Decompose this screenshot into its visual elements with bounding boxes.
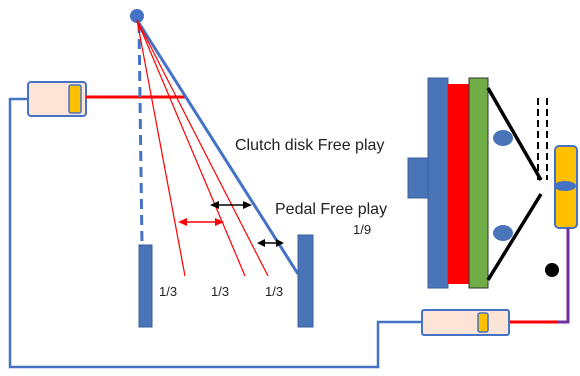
slave-cylinder-body bbox=[421, 309, 510, 336]
pedal-pad-rest bbox=[138, 244, 153, 328]
diaphragm-finger-top bbox=[486, 87, 543, 181]
release-fork-pivot bbox=[545, 263, 559, 277]
master-cylinder bbox=[27, 81, 87, 117]
black-double-arrow-pedal bbox=[257, 239, 284, 247]
travel-line-1 bbox=[136, 19, 186, 277]
slave-cylinder bbox=[421, 309, 510, 336]
pressure-plate bbox=[468, 77, 489, 289]
slave-pushrod-purple bbox=[557, 228, 570, 324]
pedal-arm bbox=[135, 19, 300, 275]
release-bearing bbox=[554, 145, 578, 229]
pedal-free-play-label: Pedal Free play bbox=[275, 201, 387, 218]
ratio-third-label-3: 1/3 bbox=[265, 284, 283, 299]
pedal-rest-arm-dashed bbox=[137, 22, 144, 247]
ratio-third-label-2: 1/3 bbox=[211, 284, 229, 299]
ratio-ninth-label: 1/9 bbox=[353, 222, 371, 237]
pedal-pad-pressed bbox=[297, 234, 314, 328]
ratio-third-label-1: 1/3 bbox=[159, 284, 177, 299]
hydraulic-line bbox=[8, 97, 422, 369]
pressure-spring-bottom bbox=[493, 225, 513, 241]
release-bearing-contact bbox=[554, 181, 576, 191]
clutch-disk bbox=[448, 84, 470, 284]
travel-line-3 bbox=[136, 19, 269, 277]
slave-cylinder-piston bbox=[477, 312, 489, 333]
pedal-travel-lines bbox=[136, 19, 269, 277]
pressure-spring-top bbox=[493, 130, 513, 146]
master-cylinder-piston bbox=[68, 84, 82, 114]
clutch-free-play-label: Clutch disk Free play bbox=[235, 137, 384, 154]
flywheel-hub bbox=[407, 157, 431, 199]
black-double-arrow-clutch bbox=[210, 201, 252, 209]
travel-line-2 bbox=[136, 19, 246, 277]
clutch-assembly bbox=[407, 77, 548, 289]
diaphragm-finger-bottom bbox=[486, 193, 543, 281]
red-double-arrow bbox=[178, 218, 224, 226]
flywheel bbox=[427, 77, 449, 289]
pedal-pivot bbox=[130, 9, 144, 23]
